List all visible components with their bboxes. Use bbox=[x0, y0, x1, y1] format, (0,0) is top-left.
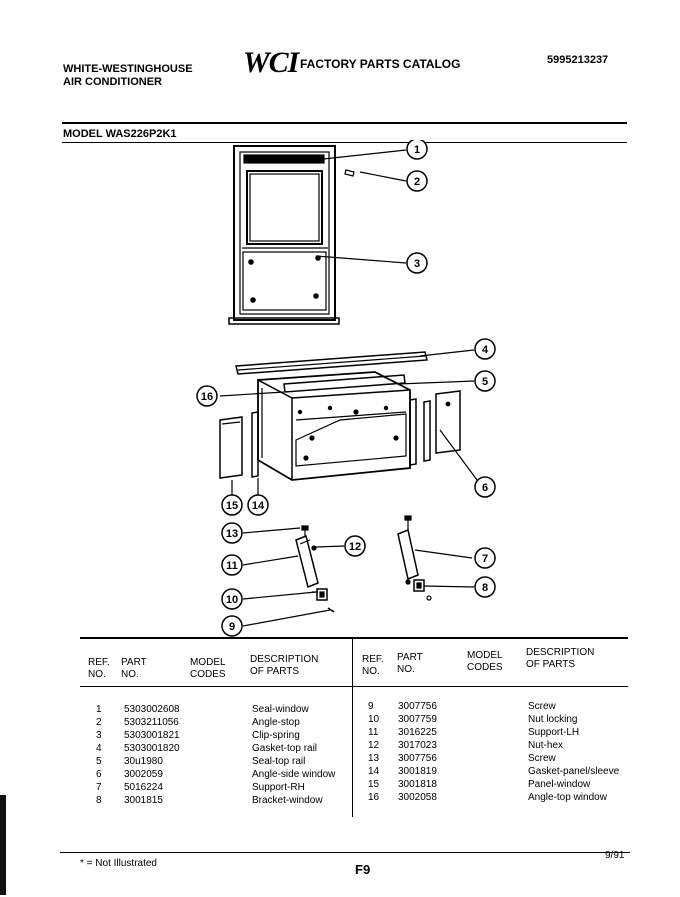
left-header-ref: REF. NO. bbox=[88, 657, 110, 680]
right-header-part: PART NO. bbox=[397, 652, 423, 675]
left-header-part: PART NO. bbox=[121, 657, 147, 680]
callout-12 bbox=[344, 535, 366, 557]
model-label: MODEL WAS226P2K1 bbox=[63, 128, 177, 140]
left-header-model: MODEL CODES bbox=[190, 657, 226, 680]
callout-1 bbox=[406, 140, 428, 160]
callout-6 bbox=[474, 476, 496, 498]
callout-5 bbox=[474, 370, 496, 392]
left-panel-gasket bbox=[251, 411, 259, 478]
callout-group bbox=[196, 140, 496, 637]
support-lh bbox=[295, 534, 319, 589]
seal-window-strip bbox=[243, 154, 325, 164]
right-header-desc: DESCRIPTION OF PARTS bbox=[526, 647, 595, 670]
not-illustrated-note: * = Not Illustrated bbox=[80, 858, 157, 869]
window-lower-panel bbox=[242, 251, 327, 311]
callout-label-5: 5 bbox=[482, 376, 488, 388]
angle-stop-strip bbox=[228, 317, 340, 325]
callout-label-15: 15 bbox=[226, 500, 238, 512]
callout-label-1: 1 bbox=[414, 144, 420, 156]
callout-label-12: 12 bbox=[349, 541, 361, 553]
right-header-ref: REF. NO. bbox=[362, 654, 384, 677]
right-side-angle bbox=[409, 398, 417, 466]
callout-label-13: 13 bbox=[226, 528, 238, 540]
brand-line-1: WHITE-WESTINGHOUSE bbox=[63, 63, 193, 75]
callout-label-4: 4 bbox=[482, 344, 489, 356]
support-rh bbox=[397, 528, 419, 581]
callout-4 bbox=[474, 338, 496, 360]
callout-label-14: 14 bbox=[252, 500, 265, 512]
callout-3 bbox=[406, 252, 428, 274]
catalog-title: FACTORY PARTS CATALOG bbox=[300, 57, 461, 71]
brand-line-2: AIR CONDITIONER bbox=[63, 76, 162, 88]
callout-15 bbox=[221, 494, 243, 516]
callout-2 bbox=[406, 170, 428, 192]
callout-13 bbox=[221, 522, 243, 544]
window-frame bbox=[233, 145, 336, 321]
callout-label-6: 6 bbox=[482, 482, 488, 494]
callout-label-3: 3 bbox=[414, 258, 420, 270]
seal-top-rail bbox=[283, 374, 406, 393]
top-rail-gasket bbox=[235, 351, 428, 375]
callout-label-11: 11 bbox=[226, 560, 238, 572]
callout-label-8: 8 bbox=[482, 582, 488, 594]
callout-7 bbox=[474, 547, 496, 569]
callout-label-2: 2 bbox=[414, 176, 420, 188]
callout-14 bbox=[247, 494, 269, 516]
left-panel-window bbox=[219, 416, 243, 479]
scan-edge-mark bbox=[0, 795, 6, 895]
callout-10 bbox=[221, 588, 243, 610]
table-column-divider bbox=[352, 637, 353, 817]
callout-label-16: 16 bbox=[201, 391, 213, 403]
parts-diagram: 1 2 3 4 5 6 7 8 9 10 11 12 13 14 15 16 bbox=[196, 140, 496, 637]
callout-label-10: 10 bbox=[226, 594, 238, 606]
table-header-rule bbox=[80, 686, 628, 687]
right-header-model: MODEL CODES bbox=[467, 650, 503, 673]
right-panel-window bbox=[435, 390, 461, 454]
callout-16 bbox=[196, 385, 218, 407]
footer-rule bbox=[60, 852, 630, 853]
callout-9 bbox=[221, 615, 243, 637]
page-number: F9 bbox=[355, 862, 371, 877]
brand-block: WHITE-WESTINGHOUSE AIR CONDITIONER bbox=[63, 63, 193, 89]
window-glass bbox=[246, 170, 323, 245]
revision-date: 9/91 bbox=[605, 850, 625, 861]
header-rule bbox=[62, 122, 627, 124]
wci-logo: WCI bbox=[243, 46, 299, 79]
callout-label-7: 7 bbox=[482, 553, 488, 565]
table-top-rule bbox=[80, 637, 628, 639]
left-header-desc: DESCRIPTION OF PARTS bbox=[250, 654, 319, 677]
catalog-number: 5995213237 bbox=[547, 54, 609, 66]
callout-8 bbox=[474, 576, 496, 598]
model-rule bbox=[62, 142, 627, 143]
callout-label-9: 9 bbox=[229, 621, 235, 633]
callout-11 bbox=[221, 554, 243, 576]
